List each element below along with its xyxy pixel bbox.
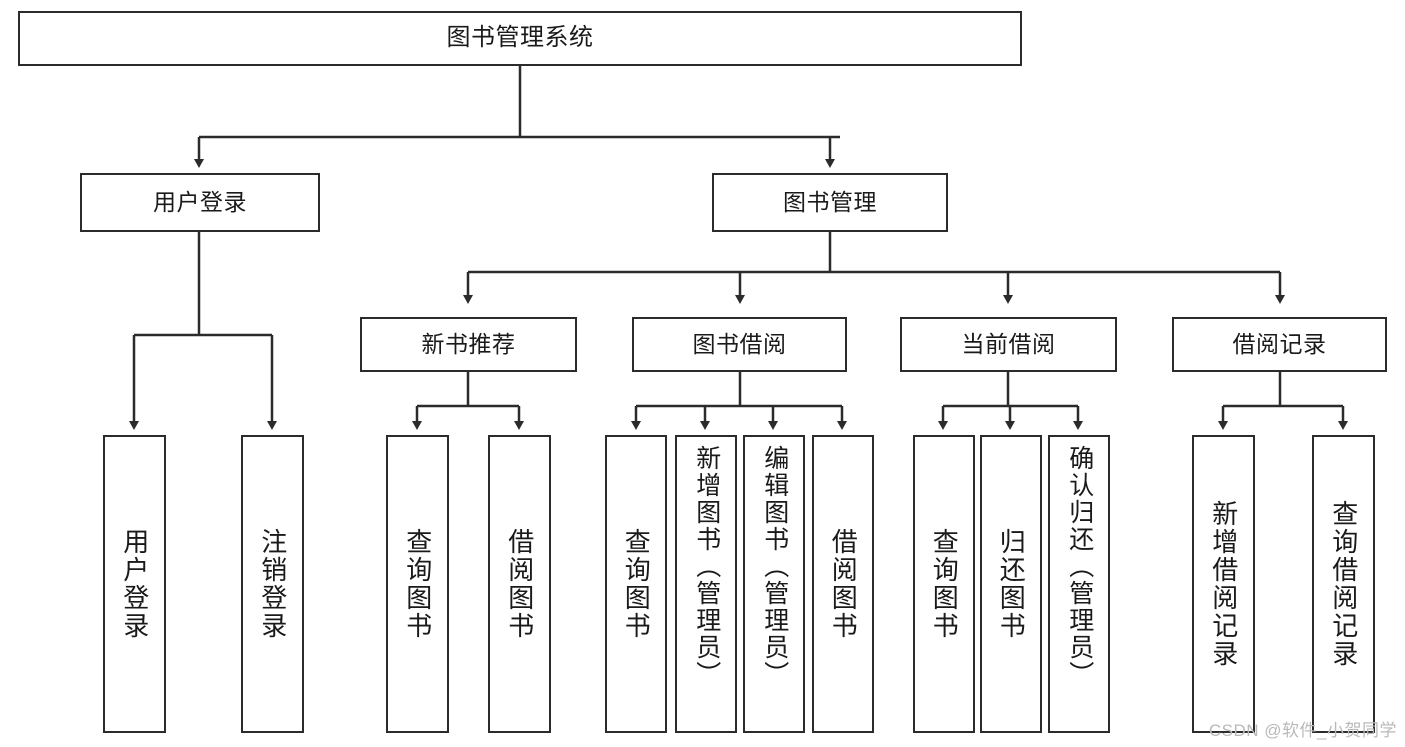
- node-label: 新增图书（管理员）: [692, 445, 721, 688]
- node-new-book-recommend[interactable]: 新书推荐: [360, 317, 577, 372]
- leaf-borrow-book[interactable]: 借阅图书: [812, 435, 874, 733]
- node-label: 借阅图书: [828, 528, 859, 640]
- node-label: 新增借阅记录: [1208, 500, 1239, 668]
- node-label: 用户登录: [153, 188, 247, 215]
- leaf-logout-login[interactable]: 注销登录: [241, 435, 304, 733]
- leaf-add-borrow-record[interactable]: 新增借阅记录: [1192, 435, 1255, 733]
- node-label: 确认归还（管理员）: [1065, 445, 1094, 688]
- leaf-add-book-admin[interactable]: 新增图书（管理员）: [675, 435, 737, 733]
- node-book-borrow[interactable]: 图书借阅: [632, 317, 847, 372]
- node-label: 注销登录: [257, 528, 288, 640]
- node-label: 编辑图书（管理员）: [760, 445, 789, 688]
- node-root-system[interactable]: 图书管理系统: [18, 11, 1022, 66]
- node-user-login-module[interactable]: 用户登录: [80, 173, 320, 232]
- node-label: 当前借阅: [961, 330, 1056, 357]
- node-label: 用户登录: [119, 528, 150, 640]
- node-book-management-module[interactable]: 图书管理: [712, 173, 948, 232]
- node-label: 借阅图书: [504, 528, 535, 640]
- watermark: CSDN @软件_小贺同学: [1208, 721, 1397, 740]
- node-label: 归还图书: [996, 528, 1027, 640]
- node-label: 借阅记录: [1232, 330, 1327, 357]
- leaf-confirm-return-admin[interactable]: 确认归还（管理员）: [1048, 435, 1110, 733]
- node-label: 图书借阅: [692, 330, 787, 357]
- leaf-query-borrow-record[interactable]: 查询借阅记录: [1312, 435, 1375, 733]
- node-label: 查询图书: [621, 528, 652, 640]
- node-borrow-record[interactable]: 借阅记录: [1172, 317, 1387, 372]
- leaf-return-book[interactable]: 归还图书: [980, 435, 1042, 733]
- node-label: 图书管理系统: [446, 24, 594, 52]
- leaf-borrow-book-recommend[interactable]: 借阅图书: [488, 435, 551, 733]
- node-current-borrow[interactable]: 当前借阅: [900, 317, 1117, 372]
- leaf-user-login[interactable]: 用户登录: [103, 435, 166, 733]
- node-label: 查询图书: [929, 528, 960, 640]
- leaf-edit-book-admin[interactable]: 编辑图书（管理员）: [743, 435, 805, 733]
- leaf-query-book-recommend[interactable]: 查询图书: [386, 435, 449, 733]
- leaf-query-book-borrow[interactable]: 查询图书: [605, 435, 667, 733]
- node-label: 查询图书: [402, 528, 433, 640]
- leaf-query-book-current[interactable]: 查询图书: [913, 435, 975, 733]
- node-label: 图书管理: [783, 188, 877, 215]
- node-label: 查询借阅记录: [1328, 500, 1359, 668]
- node-label: 新书推荐: [421, 330, 516, 357]
